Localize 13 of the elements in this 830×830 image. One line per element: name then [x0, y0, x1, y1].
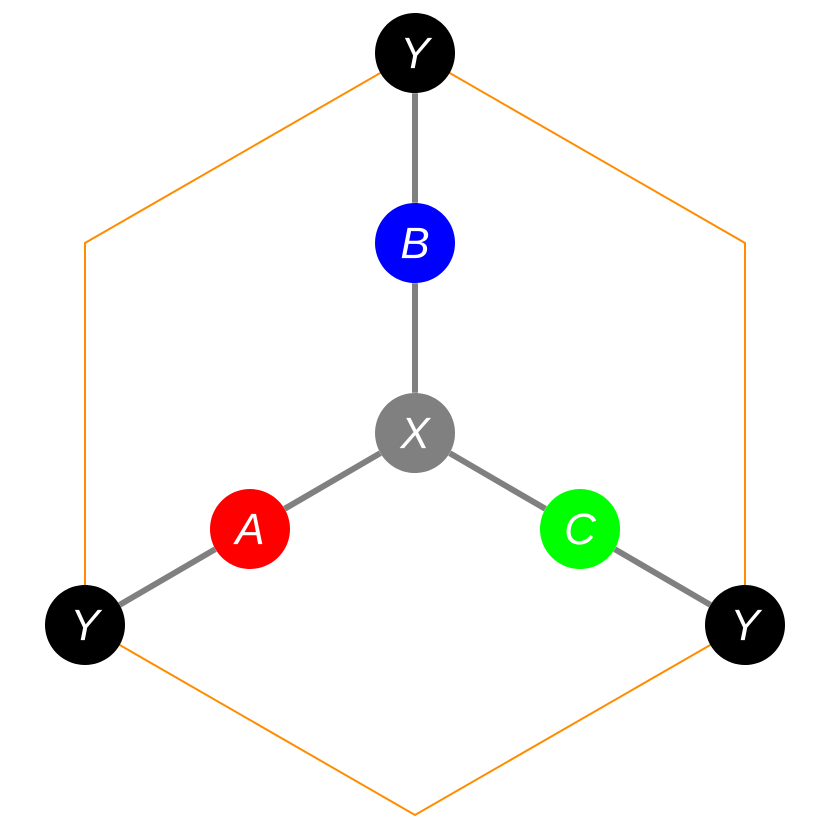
- connector-line: [283, 450, 382, 512]
- connector-line: [412, 283, 418, 393]
- connector-line: [448, 450, 547, 512]
- circle-node: Y: [375, 13, 455, 93]
- circle-node: Y: [705, 585, 785, 665]
- connector-line: [613, 546, 712, 608]
- circle-node: Y: [45, 585, 125, 665]
- circle-node: A: [210, 489, 290, 569]
- connector-line: [118, 546, 217, 608]
- circle-node: B: [375, 203, 455, 283]
- circle-node: C: [540, 489, 620, 569]
- circle-node: X: [375, 393, 455, 473]
- connector-line: [412, 93, 418, 203]
